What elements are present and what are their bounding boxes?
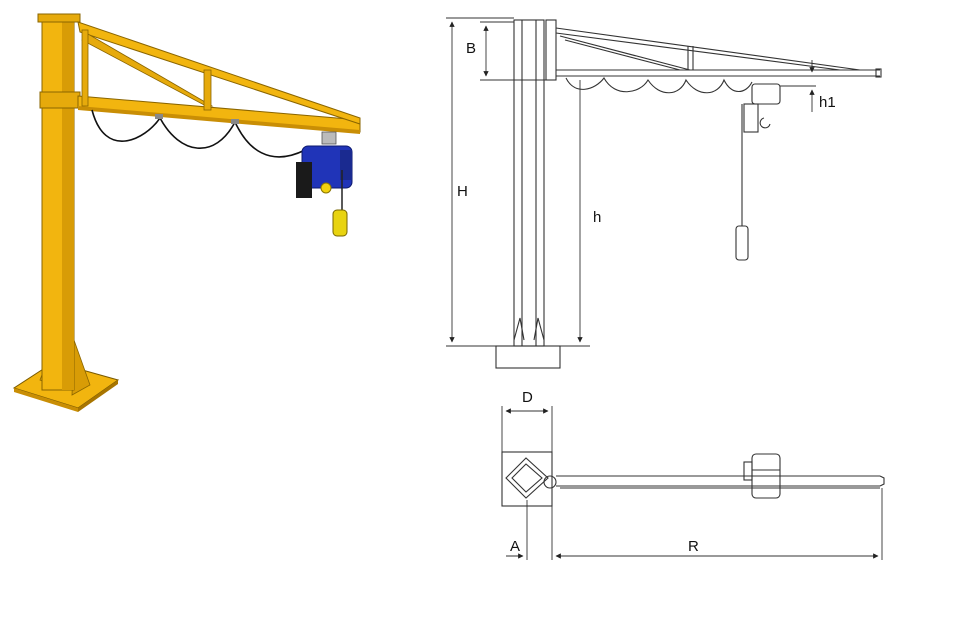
elevation-hoist bbox=[735, 83, 781, 261]
hoist-3d bbox=[296, 145, 353, 237]
dim-label-h1: h1 bbox=[819, 94, 836, 111]
plan-dimensions bbox=[501, 406, 883, 560]
festoon-cable bbox=[91, 109, 306, 158]
dim-label-H: H bbox=[457, 183, 468, 200]
elevation-dimensions bbox=[446, 17, 816, 347]
plan-view-drawing bbox=[501, 451, 885, 507]
elevation-pillar bbox=[513, 19, 545, 347]
side-elevation-drawing bbox=[495, 19, 882, 369]
plan-hoist bbox=[743, 453, 781, 499]
tie-bar bbox=[77, 21, 361, 125]
dim-label-A: A bbox=[510, 538, 520, 555]
dim-label-R: R bbox=[688, 538, 699, 555]
crane-3d-illustration bbox=[12, 13, 361, 412]
dim-label-B: B bbox=[466, 40, 476, 57]
elevation-festoon bbox=[565, 76, 753, 94]
dim-label-h: h bbox=[593, 209, 601, 226]
dim-label-D: D bbox=[522, 389, 533, 406]
brace bbox=[81, 33, 214, 107]
elevation-base bbox=[495, 345, 561, 369]
